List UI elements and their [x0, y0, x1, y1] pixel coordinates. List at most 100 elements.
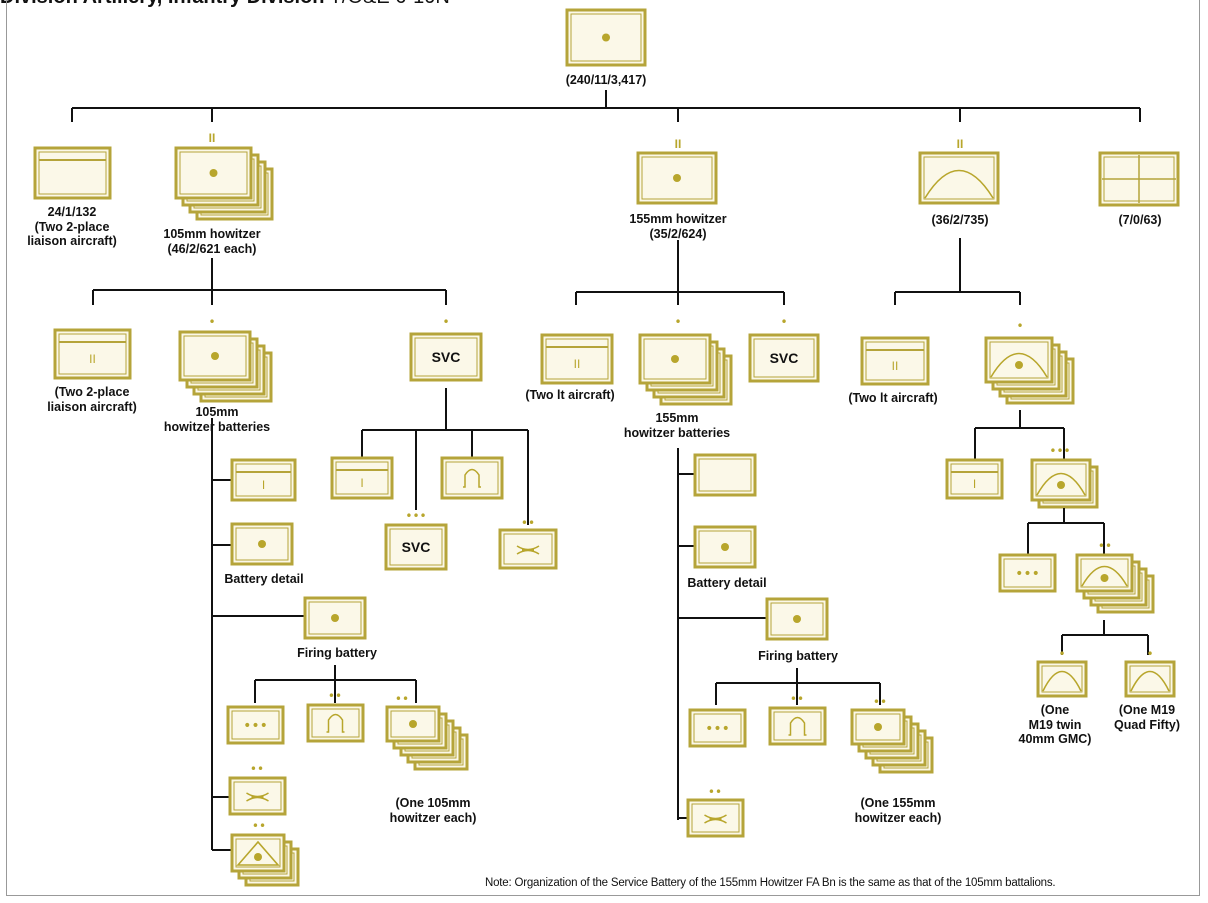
symbol-inner-frame — [698, 458, 752, 492]
aaa-battery-symbol — [984, 336, 1075, 405]
bn105-symbol — [174, 146, 274, 221]
symbol-frame — [984, 336, 1054, 384]
bn155-hq-symbol: II — [540, 333, 614, 385]
symbol-frame — [918, 151, 1000, 205]
wire-symbol — [704, 814, 727, 824]
divarty-hq-symbol — [565, 8, 647, 67]
bn155-battery-echelon: • — [674, 315, 681, 329]
symbol-inner-frame — [1003, 558, 1052, 588]
maint-echelon: •• — [328, 689, 342, 703]
symbol-inner-frame — [445, 461, 499, 495]
section-dots: ••• — [243, 718, 268, 734]
symbol-inner-frame — [235, 463, 292, 497]
unit-dot — [331, 614, 339, 622]
bn155-fdc-symbol: ••• — [688, 708, 747, 748]
bn105-label: 105mm howitzer(46/2/621 each) — [163, 227, 261, 256]
symbol-inner-frame — [753, 338, 815, 378]
battery-hq-symbol: I — [230, 458, 297, 502]
symbol-inner-frame — [691, 803, 740, 833]
symbol-frame — [33, 146, 112, 200]
symbol-inner-frame — [950, 463, 999, 495]
bn155-maint-echelon: •• — [790, 692, 804, 706]
ammo-echelon: •• — [252, 819, 266, 833]
bn155-wire-section-symbol — [686, 798, 745, 838]
ammo-section-symbol — [230, 833, 300, 887]
unit-dot — [1015, 361, 1023, 369]
svc-text: SVC — [432, 349, 461, 365]
maintenance-symbol — [788, 716, 807, 736]
aaa-label: (36/2/735) — [931, 213, 989, 227]
bn155-symbol — [636, 151, 718, 205]
bn155-label: 155mm howitzer(35/2/624) — [629, 212, 727, 241]
aviation-mark: I — [973, 477, 976, 491]
bn155-hq-label: (Two lt aircraft) — [525, 388, 615, 402]
unit-dot — [721, 543, 729, 551]
symbol-frame — [1124, 660, 1176, 698]
footnote: Note: Organization of the Service Batter… — [485, 877, 1056, 889]
symbol-inner-frame — [855, 713, 901, 741]
aaa-battery-echelon: • — [1016, 319, 1023, 333]
symbol-inner-frame — [1080, 558, 1129, 588]
howitzer-section-symbol — [385, 705, 469, 771]
unit-dot — [671, 355, 679, 363]
aaa-hq-symbol: II — [860, 336, 930, 386]
aaa-arc — [1042, 670, 1082, 692]
symbol-frame — [306, 703, 365, 743]
unit-dot — [409, 720, 417, 728]
symbol-inner-frame — [989, 341, 1049, 379]
symbol-inner-frame — [390, 710, 436, 738]
symbol-frame — [945, 458, 1004, 500]
symbol-inner-frame — [1041, 665, 1083, 693]
bn105-svc-echelon: • — [442, 315, 449, 329]
symbol-frame — [440, 456, 504, 500]
aaa-platoon-echelon: ••• — [1049, 444, 1070, 458]
symbol-inner-frame — [38, 151, 107, 195]
m19-twin-symbol — [1036, 660, 1088, 698]
symbol-inner-frame — [308, 601, 362, 635]
bn155-firing-battery-label: Firing battery — [758, 649, 838, 663]
svc-section-echelon: ••• — [405, 509, 426, 523]
symbol-inner-frame — [389, 528, 443, 566]
unit-dot — [602, 33, 610, 42]
bn155-firing-battery-symbol — [765, 597, 829, 641]
unit-dot — [673, 174, 681, 182]
svc-maintenance-symbol — [440, 456, 504, 500]
bn105-battery-detail-label: Battery detail — [224, 572, 304, 586]
bn155-battery-hq-symbol — [693, 453, 757, 497]
symbol-frame — [384, 523, 448, 571]
symbol-inner-frame — [643, 338, 707, 380]
wire-symbol — [246, 792, 269, 802]
symbol-inner-frame — [1129, 665, 1171, 693]
symbol-inner-frame — [698, 530, 752, 564]
section-dots: ••• — [705, 721, 730, 737]
diagram-frame — [6, 0, 1200, 896]
unit-dot — [1100, 574, 1109, 582]
symbol-frame — [860, 336, 930, 386]
hq-battery-symbol — [33, 146, 112, 200]
triangle-symbol — [236, 840, 280, 866]
symbol-frame — [693, 453, 757, 497]
unit-dot — [1057, 481, 1065, 489]
symbol-frame — [226, 705, 285, 745]
symbol-frame — [174, 146, 253, 200]
unit-dot — [254, 853, 262, 861]
bn105-battery-symbol — [178, 330, 273, 403]
unit-dot — [258, 540, 266, 548]
symbol-inner-frame — [183, 335, 247, 377]
bn155-howitzer-section-symbol — [850, 708, 934, 774]
band-label: (7/0/63) — [1118, 213, 1162, 227]
bn155-battery-detail-label: Battery detail — [687, 576, 767, 590]
howitzer-echelon: •• — [395, 692, 409, 706]
symbol-inner-frame — [235, 527, 289, 561]
wire-symbol — [516, 545, 540, 555]
bn155-howitzer-echelon: •• — [873, 695, 887, 709]
bn155-battery-symbol — [638, 333, 733, 406]
symbol-inner-frame — [231, 710, 280, 740]
m19-twin-echelon: • — [1058, 647, 1065, 661]
